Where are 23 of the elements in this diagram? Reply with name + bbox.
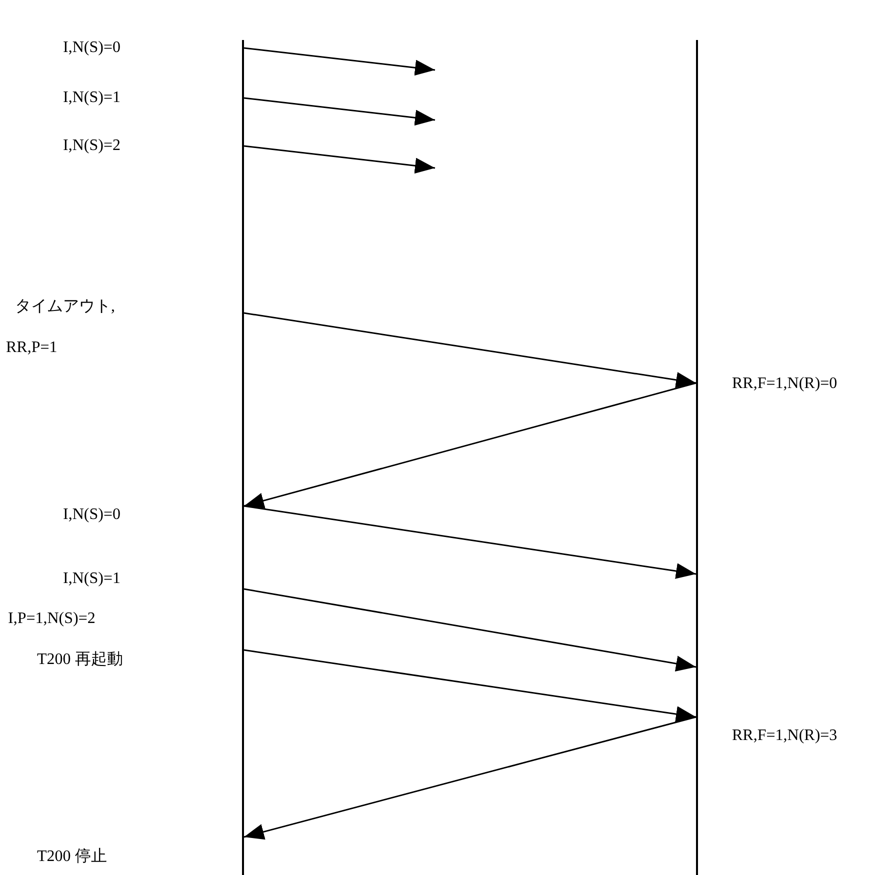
message-label: T200 再起動: [37, 650, 123, 670]
message-label: I,N(S)=2: [63, 136, 120, 156]
message-arrow: [244, 145, 436, 174]
lifeline: [696, 40, 698, 875]
message-arrow: [244, 312, 696, 388]
message-arrow: [244, 382, 696, 508]
message-label: タイムアウト,: [15, 297, 115, 317]
message-label: I,N(S)=0: [63, 38, 120, 58]
message-label: I,N(S)=0: [63, 505, 120, 525]
lifeline: [242, 40, 244, 875]
message-label: I,N(S)=1: [63, 88, 120, 108]
message-arrow: [244, 97, 436, 126]
message-label: I,P=1,N(S)=2: [8, 609, 96, 629]
message-arrow: [244, 716, 696, 840]
message-arrow: [244, 505, 696, 579]
message-label: I,N(S)=1: [63, 569, 120, 589]
message-label: RR,F=1,N(R)=0: [732, 374, 838, 394]
message-arrow: [244, 649, 696, 722]
message-arrow: [244, 47, 436, 76]
message-label: T200 停止: [37, 847, 107, 867]
message-label: RR,P=1: [6, 338, 58, 358]
message-arrow: [244, 588, 696, 672]
message-label: RR,F=1,N(R)=3: [732, 726, 838, 746]
